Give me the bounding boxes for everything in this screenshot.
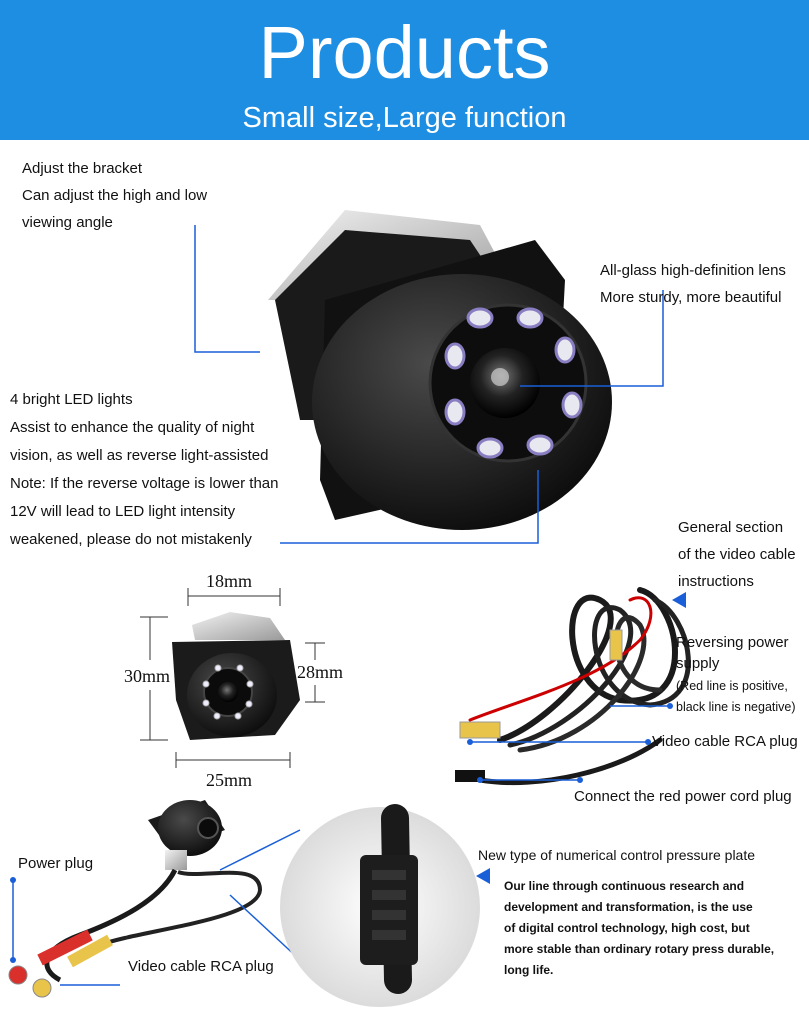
leader-lens [520,290,664,387]
callout-lens-title: All-glass high-definition lens [600,262,786,279]
leader-led [280,470,539,544]
leader-lines-bottom [12,829,301,986]
callout-lens-line: More sturdy, more beautiful [600,289,782,306]
camera-small [172,612,300,740]
callout-rca-bottom: Video cable RCA plug [128,958,274,975]
callout-led-line: 12V will lead to LED light intensity [10,503,236,520]
dimension-left-label: 30mm [124,666,171,686]
dimension-bottom-label: 25mm [206,770,253,790]
callout-bracket-title: Adjust the bracket [22,160,143,177]
callout-pressure-title: New type of numerical control pressure p… [478,847,756,863]
callout-reversing-line: supply [676,655,720,672]
callout-pressure-body: Our line through continuous research and… [504,876,774,981]
callout-pressure-line: Our line through continuous research and [504,879,745,893]
callout-reversing: Reversing power supply [676,632,789,674]
callout-pressure-line: development and transformation, is the u… [504,900,753,914]
callout-led-line: weakened, please do not mistakenly [10,531,252,548]
camera-large [268,210,612,530]
callout-rca-right: Video cable RCA plug [652,733,798,750]
callout-led: 4 bright LED lights Assist to enhance th… [10,386,278,554]
callout-general: General section of the video cable instr… [678,514,796,595]
callout-red-cord: Connect the red power cord plug [574,788,792,805]
callout-general-line: General section [678,519,784,536]
callout-led-line: Note: If the reverse voltage is lower th… [10,475,279,492]
leader-bracket [194,225,260,353]
callout-pressure-line: of digital control technology, high cost… [504,921,750,935]
pressure-plate-closeup [280,804,480,1007]
video-cable-bundle [455,587,691,786]
callout-led-line: Assist to enhance the quality of night [10,419,255,436]
header-banner: Products Small size,Large function [0,0,809,140]
callout-bracket-line: viewing angle [22,214,113,231]
callout-power-plug: Power plug [18,855,94,872]
led-lights [444,307,583,459]
callout-pressure-line: long life. [504,963,554,977]
page-subtitle: Small size,Large function [242,102,567,134]
callout-general-line: of the video cable [678,546,796,563]
callout-reversing-line: Reversing power [676,634,789,651]
leader-lines-right [467,592,686,783]
callout-general-line: instructions [678,573,754,590]
callout-pressure-line: more stable than ordinary rotary press d… [504,942,775,956]
dimension-top-label: 18mm [206,571,253,591]
callout-bracket: Adjust the bracket Can adjust the high a… [22,155,207,236]
callout-lens: All-glass high-definition lens More stur… [600,257,786,311]
page-title: Products [258,11,551,94]
leader-lines-top [194,225,664,544]
callout-polarity: (Red line is positive, black line is neg… [676,676,796,718]
dimension-lines [140,588,325,768]
dimension-right-label: 28mm [297,662,344,682]
camera-with-cables [8,800,263,998]
callout-polarity-line: black line is negative) [676,700,796,714]
callout-led-line: vision, as well as reverse light-assiste… [10,447,269,464]
callout-polarity-line: (Red line is positive, [676,679,788,693]
callout-led-title: 4 bright LED lights [10,391,133,408]
callout-bracket-line: Can adjust the high and low [22,187,208,204]
